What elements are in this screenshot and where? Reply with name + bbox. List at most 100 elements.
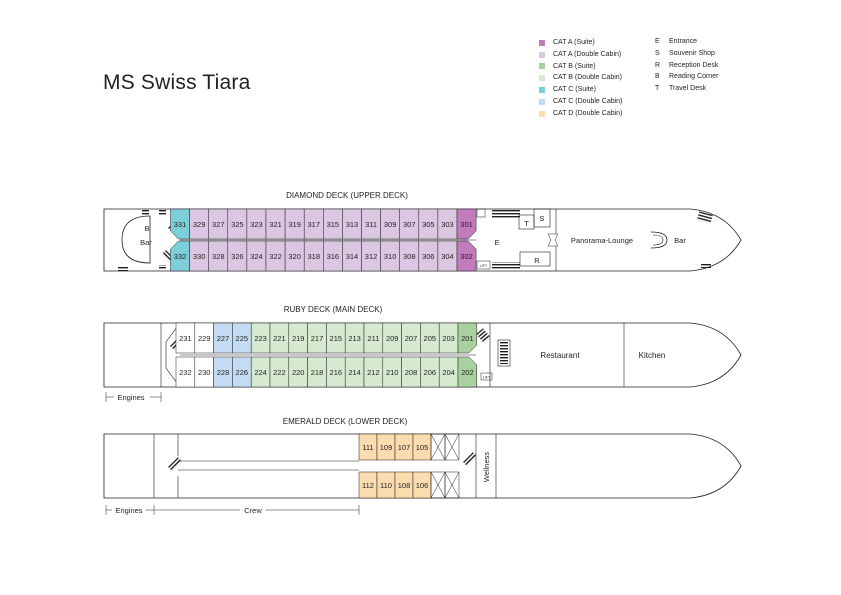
bar-counter [650, 231, 668, 249]
cabin-number: 330 [193, 252, 206, 261]
bar-counter [652, 234, 664, 246]
travel-desk-label: T [524, 219, 529, 228]
cabin-number: 324 [250, 252, 263, 261]
cabin-number: 325 [231, 220, 244, 229]
forward-bar-label: Bar [674, 236, 686, 245]
cabin-number: 319 [288, 220, 301, 229]
cabin-number: 111 [362, 443, 373, 452]
hull-outline [103, 322, 742, 388]
cabin-number: 201 [461, 334, 474, 343]
facility-code: B [655, 73, 660, 81]
deck-title: EMERALD DECK (LOWER DECK) [283, 417, 408, 426]
stair-icon [492, 210, 520, 218]
cabin-number: 109 [380, 443, 393, 452]
legend-item-cat-c-suite: CAT C (Suite) [539, 84, 622, 96]
stair-icon [701, 263, 711, 268]
cabin-number: 217 [311, 334, 324, 343]
cabin-number: 304 [441, 252, 454, 261]
facility-label: Reading Corner [669, 73, 719, 81]
cabin-number: 327 [212, 220, 225, 229]
facility-label: Travel Desk [669, 85, 707, 93]
storage-area [430, 433, 460, 499]
cabin-number: 307 [403, 220, 416, 229]
cabin-number: 215 [330, 334, 343, 343]
hull-outline [103, 433, 742, 499]
cabin-331[interactable] [170, 208, 190, 240]
kitchen-label: Kitchen [639, 351, 666, 360]
legend-item-cat-d-double: CAT D (Double Cabin) [539, 108, 622, 120]
cabin-number: 110 [380, 481, 392, 490]
cabin-202[interactable] [457, 356, 478, 388]
engines-label: Engines [117, 393, 144, 402]
legend-item-cat-b-double: CAT B (Double Cabin) [539, 72, 622, 84]
cabin-number: 321 [269, 220, 282, 229]
cabin-number: 302 [460, 252, 473, 261]
cabin-number: 305 [422, 220, 435, 229]
legend-swatch [539, 87, 545, 94]
deck-title: DIAMOND DECK (UPPER DECK) [286, 191, 408, 200]
cabin-number: 314 [346, 252, 359, 261]
cabin-number: 112 [362, 481, 374, 490]
aft-bar-label: Bar [140, 238, 152, 247]
cabin-number: 301 [460, 220, 473, 229]
cabin-332[interactable] [170, 240, 190, 272]
category-legend: CAT A (Suite) CAT A (Double Cabin) CAT B… [539, 37, 622, 120]
cabin-number: 106 [416, 481, 429, 490]
cabin-201[interactable] [457, 322, 478, 354]
page-title: MS Swiss Tiara [103, 71, 251, 94]
facility-code: E [655, 38, 660, 45]
cabin-number: 230 [198, 368, 211, 377]
lift-box [476, 260, 491, 270]
entrance-label: E [494, 238, 499, 247]
legend-swatch [539, 63, 545, 70]
reception-desk-box [519, 251, 551, 267]
cabin-number: 312 [365, 252, 378, 261]
cabin-number: 204 [442, 368, 455, 377]
stair-icon [118, 266, 128, 271]
souvenir-shop-label: S [539, 214, 544, 223]
legend-label: CAT A (Double Cabin) [553, 50, 622, 58]
hull-outline [103, 208, 742, 272]
legend-label: CAT B (Double Cabin) [553, 74, 622, 82]
legend-item-cat-c-double: CAT C (Double Cabin) [539, 96, 622, 108]
legend-swatch [539, 51, 545, 58]
cabin-number: 317 [307, 220, 320, 229]
cabin-number: 329 [193, 220, 206, 229]
facility-label: Souvenir Shop [669, 49, 715, 57]
cabin-number: 202 [461, 368, 474, 377]
cabin-number: 211 [367, 334, 379, 343]
cabin-number: 318 [307, 252, 320, 261]
staircase-icon [463, 452, 478, 467]
cabin-number: 222 [273, 368, 286, 377]
cabin-number: 105 [416, 443, 429, 452]
lift-label: LIFT [480, 264, 488, 268]
anchor-winch-icon [696, 211, 713, 224]
cabin-number: 232 [179, 368, 192, 377]
legend-item-cat-b-suite: CAT B (Suite) [539, 61, 622, 73]
legend-swatch [539, 110, 545, 117]
engines-label: Engines [115, 506, 142, 515]
cabin-301[interactable] [456, 208, 477, 240]
legend-label: CAT B (Suite) [553, 62, 596, 70]
cabin-number: 315 [327, 220, 340, 229]
legend-item-cat-a-double: CAT A (Double Cabin) [539, 49, 622, 61]
cabin-number: 316 [327, 252, 340, 261]
cabin-number: 225 [236, 334, 249, 343]
cabin-number: 214 [348, 368, 361, 377]
facility-label: Entrance [669, 38, 698, 45]
restaurant-label: Restaurant [540, 351, 580, 360]
facility-code: T [655, 85, 660, 93]
souvenir-shop-box [533, 208, 551, 228]
cabin-number: 328 [212, 252, 225, 261]
cabin-number: 310 [384, 252, 397, 261]
cabin-number: 311 [365, 220, 377, 229]
cabin-number: 224 [254, 368, 267, 377]
cabin-number: 226 [236, 368, 249, 377]
legend-label: CAT D (Double Cabin) [553, 109, 623, 117]
cabin-number: 331 [174, 220, 187, 229]
cabin-302[interactable] [456, 240, 477, 272]
